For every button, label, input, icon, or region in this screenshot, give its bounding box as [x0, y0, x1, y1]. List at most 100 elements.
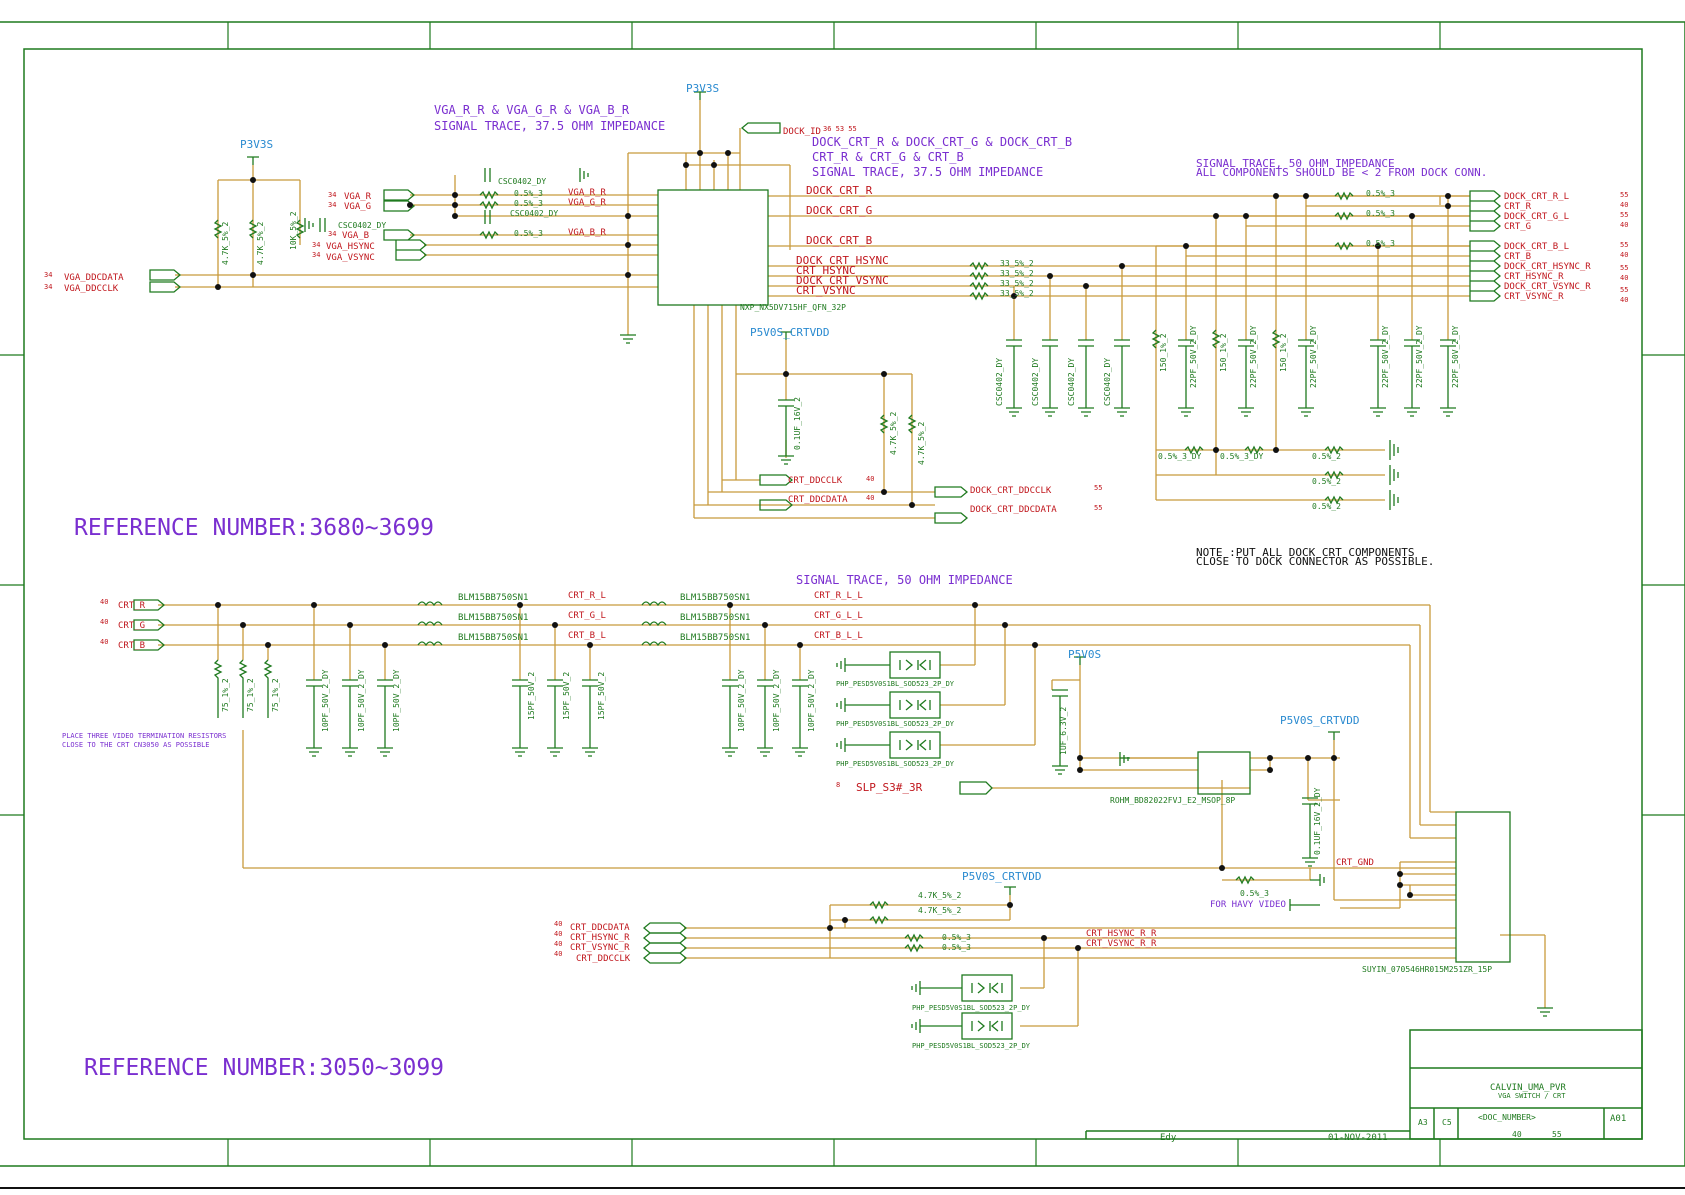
note-dock-trace-2: CRT_R & CRT_G & CRT_B — [812, 150, 964, 164]
esd-label: PHP_PESD5V0S1BL_SOD523_2P_DY — [912, 1004, 1031, 1012]
cap-label: 10PF_50V_2_DY — [357, 669, 366, 732]
note-term-1: PLACE THREE VIDEO TERMINATION RESISTORS — [62, 732, 226, 740]
net-crt-vsync-r-in: CRT_VSYNC_R — [570, 943, 630, 953]
page-ref: 55 — [1620, 191, 1628, 199]
page-ref: 40 — [1620, 201, 1628, 209]
net-vga-ddcclk: VGA_DDCCLK — [64, 284, 119, 294]
net-vga-r-r: VGA_R_R — [568, 188, 607, 198]
esd-label: PHP_PESD5V0S1BL_SOD523_2P_DY — [836, 760, 955, 768]
res-label: 4.7K_5%_2 — [917, 421, 926, 465]
crt-connector-body — [1455, 811, 1511, 963]
net-dock-crt-r: DOCK_CRT_R — [806, 184, 873, 197]
cap-label: 15PF_50V_2 — [562, 672, 571, 720]
ferrite-label: BLM15BB750SN1 — [680, 633, 750, 643]
res-label: 0.5%_3 — [514, 199, 543, 208]
ferrite-label: BLM15BB750SN1 — [680, 593, 750, 603]
note-heavy-video: FOR HAVY VIDEO — [1210, 900, 1286, 910]
page-ref: 40 — [1620, 221, 1628, 229]
res-label: 0.5%_3 — [942, 943, 971, 952]
cap-label: 15PF_50V_2 — [527, 672, 536, 720]
net-crt-g: CRT_G — [118, 621, 145, 631]
res-label: 0.5%_3 — [1366, 189, 1395, 198]
page-ref: 34 — [328, 191, 336, 199]
note-sig50-bottom: SIGNAL TRACE, 50 OHM IMPEDANCE — [796, 573, 1013, 587]
page-ref: 40 — [1620, 274, 1628, 282]
page-ref: 34 — [328, 201, 336, 209]
res-label: 4.7K_5%_2 — [918, 891, 962, 900]
page-ref: 40 — [554, 920, 562, 928]
res-label: 75_1%_2 — [221, 678, 230, 712]
net-vga-vsync: VGA_VSYNC — [326, 253, 375, 263]
cap-label: 22PF_50V_2_DY — [1189, 325, 1198, 388]
page-ref: 55 — [1620, 286, 1628, 294]
crt-connector-part-number: SUYIN_070546HR015M251ZR_15P — [1362, 965, 1492, 974]
title-size: A3 — [1418, 1118, 1428, 1127]
note-sig50-2: ALL COMPONENTS SHOULD BE < 2 FROM DOCK C… — [1196, 166, 1487, 179]
res-label: 0.5%_2 — [1312, 452, 1341, 461]
ferrite-label: BLM15BB750SN1 — [458, 633, 528, 643]
res-label: 0.5%_3 — [1366, 239, 1395, 248]
res-label: 0.5%_2 — [1312, 477, 1341, 486]
page-ref: 55 — [1094, 484, 1102, 492]
res-label: 4.7K_5%_2 — [918, 906, 962, 915]
title-doc-number: <DOC_NUMBER> — [1478, 1113, 1536, 1122]
net-crt-ddcdata: CRT_DDCDATA — [788, 495, 848, 505]
cap-label: 22PF_50V_2_DY — [1381, 325, 1390, 388]
cap-label: CSC0402_DY — [1103, 358, 1112, 406]
net-vga-b-r: VGA_B_R — [568, 228, 607, 238]
esd-label: PHP_PESD5V0S1BL_SOD523_2P_DY — [912, 1042, 1031, 1050]
page-ref: 34 — [44, 271, 52, 279]
page-ref: 55 — [1620, 264, 1628, 272]
net-crt-gnd: CRT_GND — [1336, 858, 1374, 868]
note-dock-2: CLOSE TO DOCK CONNECTOR AS POSSIBLE. — [1196, 555, 1434, 568]
net-dock-crt-g: DOCK_CRT_G — [806, 204, 872, 217]
net-crt-ddcclk: CRT_DDCCLK — [788, 476, 843, 486]
cap-label: 10PF_50V_2_DY — [392, 669, 401, 732]
net-out-dock-crt-b-l: DOCK_CRT_B_L — [1504, 242, 1569, 252]
net-crt-ddcdata-in: CRT_DDCDATA — [570, 923, 630, 933]
net-out-crt-r: CRT_R — [1504, 202, 1532, 212]
res-label: 10K_5%_2 — [289, 211, 298, 250]
cap-label: 22PF_50V_2_DY — [1249, 325, 1258, 388]
crt-r-port — [133, 599, 166, 611]
cap-label: CSC0402_DY — [498, 177, 546, 186]
net-vga-g: VGA_G — [344, 202, 371, 212]
page-ref: 40 — [100, 638, 108, 646]
lower-components — [133, 599, 1553, 1040]
esd-label: PHP_PESD5V0S1BL_SOD523_2P_DY — [836, 720, 955, 728]
title-rev: A01 — [1610, 1114, 1626, 1124]
page-ref: 34 — [312, 251, 320, 259]
title-page-2: 55 — [1552, 1130, 1562, 1139]
page-ref: 55 — [1094, 504, 1102, 512]
lower-labels: 40 CRT_R 40 CRT_G 40 CRT_B BLM15BB750SN1… — [62, 573, 1492, 1081]
cap-label: 10PF_50V_2_DY — [737, 669, 746, 732]
res-label: 0.5%_2 — [1312, 502, 1341, 511]
res-label: 0.5%_3 — [942, 933, 971, 942]
upper-components — [149, 91, 1502, 524]
cap-label: 10PF_50V_2_DY — [321, 669, 330, 732]
cap-label: 0.1UF_16V_2_DY — [1313, 787, 1322, 855]
cap-label: 22PF_50V_2_DY — [1309, 325, 1318, 388]
net-vga-hsync: VGA_HSYNC — [326, 242, 375, 252]
cap-label: 10PF_50V_2_DY — [807, 669, 816, 732]
res-label: 4.7K_5%_2 — [256, 221, 265, 265]
ldo-part-number: ROHM_BD82022FVJ_E2_MSOP_8P — [1110, 796, 1235, 805]
res-label: 0.5%_3 — [1240, 889, 1269, 898]
crt-b-port — [133, 639, 166, 651]
upper-labels: P3V3S P3V3S VGA_R_R & VGA_G_R & VGA_B_R … — [44, 82, 1628, 568]
cap-label: 10PF_50V_2_DY — [772, 669, 781, 732]
cap-label: 1UF_6.3V_2 — [1059, 707, 1068, 755]
res-label: 0.5%_3 — [514, 229, 543, 238]
page-ref: 40 — [554, 940, 562, 948]
net-crt-vsync-r-r: CRT_VSYNC_R_R — [1086, 939, 1157, 949]
net-dock-crt-b: DOCK_CRT_B — [806, 234, 873, 247]
net-dock-id-pages: 36 53 55 — [823, 125, 857, 133]
res-label: 0.5%_3_DY — [1158, 452, 1202, 461]
net-vga-r: VGA_R — [344, 192, 372, 202]
net-crt-r-l-l: CRT_R_L_L — [814, 591, 863, 601]
cap-label: CSC0402_DY — [995, 358, 1004, 406]
cap-label: 22PF_50V_2_DY — [1415, 325, 1424, 388]
page-ref: 34 — [328, 230, 336, 238]
page-ref: 34 — [44, 283, 52, 291]
